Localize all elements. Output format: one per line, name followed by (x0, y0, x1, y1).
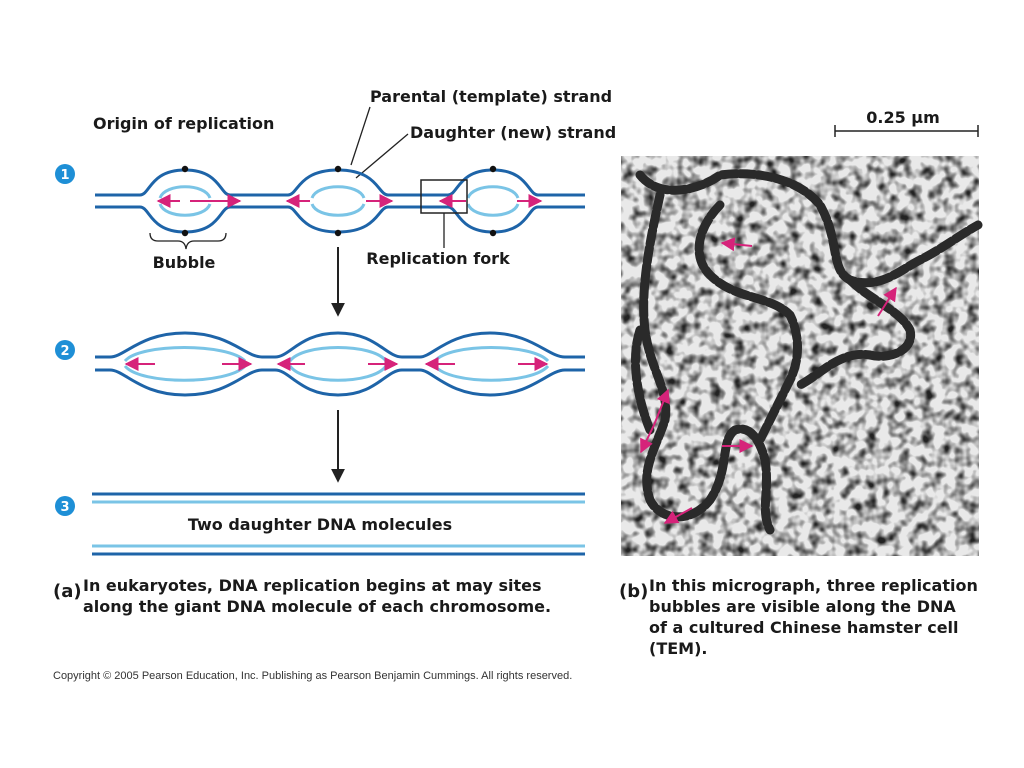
two-daughter-molecules-label: Two daughter DNA molecules (188, 515, 452, 534)
bubble-bracket (149, 232, 227, 250)
step-2-number: 2 (60, 344, 69, 359)
daughter-strand-label: Daughter (new) strand (410, 123, 616, 142)
bubble-label: Bubble (153, 253, 216, 272)
scale-bar-label: 0.25 µm (866, 108, 940, 127)
panel-a-tag: (a) (53, 581, 82, 602)
origin-dot (181, 229, 189, 237)
panel-a-caption-line-1: In eukaryotes, DNA replication begins at… (83, 576, 541, 595)
daughter-leader-line (355, 133, 409, 179)
bubble-arrow (877, 286, 897, 317)
daughter-strand (433, 346, 550, 363)
parental-leader-line (350, 106, 371, 166)
panel-b-caption-line-4: (TEM). (649, 639, 707, 658)
daughter-strand (123, 364, 247, 382)
step-3-number: 3 (60, 500, 69, 515)
origin-dot (489, 229, 497, 237)
daughter-strand (310, 203, 366, 217)
step-3: 3 (55, 492, 585, 556)
bubble-arrow (663, 507, 693, 524)
parental-strand-top (95, 331, 585, 359)
origin-dot (334, 165, 342, 173)
panel-b-tag: (b) (619, 581, 648, 602)
daughter-strand (123, 346, 247, 363)
tem-micrograph (621, 156, 983, 556)
origin-of-replication-label: Origin of replication (93, 114, 274, 133)
step-3-badge (55, 496, 75, 516)
step-2: 2 (55, 331, 585, 397)
micrograph-arrows (640, 237, 897, 524)
panel-b-caption-line-3: of a cultured Chinese hamster cell (649, 618, 959, 637)
parental-strand-label: Parental (template) strand (370, 87, 612, 106)
daughter-strand (466, 203, 520, 217)
step-1-badge (55, 164, 75, 184)
parental-strand-bottom (95, 368, 585, 397)
origin-dot (489, 165, 497, 173)
step-1: 1 (55, 164, 585, 250)
step-1-number: 1 (60, 168, 69, 183)
step-2-badge (55, 340, 75, 360)
daughter-strand (158, 203, 212, 217)
copyright-notice: Copyright © 2005 Pearson Education, Inc.… (53, 670, 572, 682)
daughter-strand (158, 185, 212, 199)
bubble-arrow (640, 424, 655, 454)
origin-dot (181, 165, 189, 173)
daughter-strand (288, 346, 388, 363)
panel-b-caption-line-1: In this micrograph, three replication (649, 576, 978, 595)
daughter-strand (310, 185, 366, 199)
micrograph-dna (631, 169, 983, 535)
panel-b-caption-line-2: bubbles are visible along the DNA (649, 597, 956, 616)
replication-fork-label: Replication fork (366, 249, 510, 268)
panel-a-caption-line-2: along the giant DNA molecule of each chr… (83, 597, 551, 616)
daughter-strand (433, 364, 550, 382)
daughter-strand (466, 185, 520, 199)
daughter-strand (288, 364, 388, 382)
bubble-arrow (720, 237, 753, 252)
origin-dot (334, 229, 342, 237)
bubble-arrow (653, 388, 670, 426)
